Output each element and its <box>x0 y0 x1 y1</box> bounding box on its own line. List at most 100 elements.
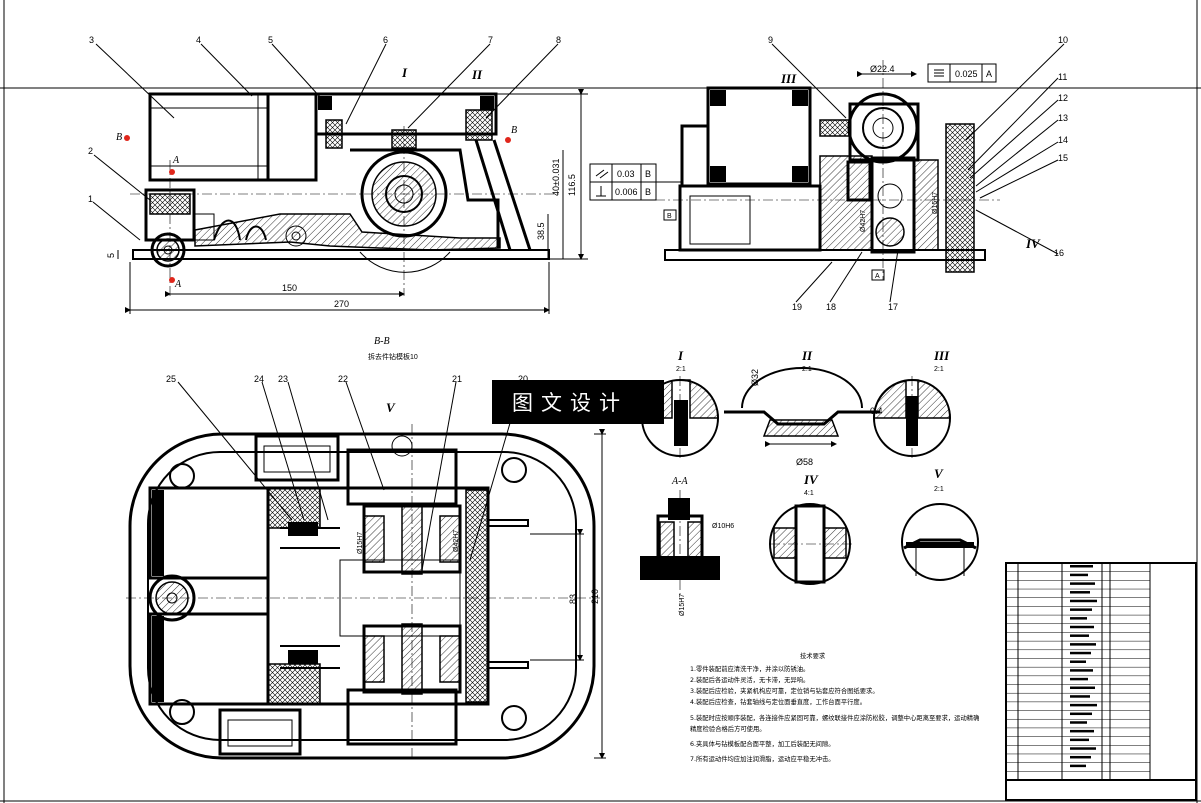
balloon-1: 1 <box>88 194 93 204</box>
table-cell-mark <box>1070 591 1090 594</box>
balloon-24: 24 <box>254 374 264 384</box>
watermark-text: 图文设计 <box>512 391 628 415</box>
section-bb-balloons: 25 24 23 22 21 20 <box>166 374 528 384</box>
marker-dot-top <box>169 169 175 175</box>
section-bb-view: B-B 拆去件钻模板10 <box>126 336 606 760</box>
notes-line-1: 1.零件装配前应清洗干净，并涂以防锈油。 <box>690 664 809 673</box>
fit-10h6: Ø10H6 <box>712 523 734 530</box>
table-cell-mark <box>1070 747 1096 750</box>
fit-42h7-side: Ø42H7 <box>860 210 867 232</box>
table-cell-mark <box>1070 582 1095 585</box>
detail-label-iii: III <box>780 71 797 86</box>
table-cell-mark <box>1070 738 1089 742</box>
balloon-10: 10 <box>1058 35 1068 45</box>
detail-label-v: V <box>386 400 396 415</box>
detail-i-title: I <box>677 348 684 363</box>
marker-dot-right <box>505 137 511 143</box>
section-marker-a-top: A <box>172 155 180 166</box>
table-cell-mark <box>1070 755 1091 759</box>
detail-iv-title: IV <box>803 472 819 487</box>
notes-line-5: 5.装配时应按顺序装配，各连接件应紧固可靠，螺纹联接件应涂防松胶，调整中心距离至… <box>690 713 979 722</box>
tol-parallel-datum: B <box>645 169 651 179</box>
fit-15h7-plan: Ø15H7 <box>357 532 364 554</box>
detail-iv-scale: 4:1 <box>804 490 814 497</box>
dim-5: 5 <box>106 253 116 258</box>
notes-line-6: 精度检验合格后方可使用。 <box>690 724 766 733</box>
tol-parallel-value: 0.03 <box>617 169 635 179</box>
technical-notes: 技术要求 1.零件装配前应清洗干净，并涂以防锈油。 2.装配后各运动件灵活，无卡… <box>690 651 979 763</box>
datum-a-box: A <box>875 273 880 280</box>
section-bb-note: 拆去件钻模板10 <box>368 352 418 361</box>
dim-210: 210 <box>590 589 600 604</box>
detail-label-i: I <box>401 65 408 80</box>
notes-line-8: 7.所有运动件均应加注润滑脂，运动应平稳无冲击。 <box>690 754 835 763</box>
section-marker-a-bottom: A <box>174 279 182 290</box>
tol-perp-value: 0.006 <box>615 187 638 197</box>
table-cell-mark <box>1070 721 1087 724</box>
balloon-17: 17 <box>888 302 898 312</box>
balloon-11: 11 <box>1058 72 1067 82</box>
balloon-8: 8 <box>556 35 561 45</box>
side-view: Ø22.4 0.025 A 0.03 B 0.006 B B A Ø42H7 Ø… <box>589 60 1041 281</box>
table-cell-mark <box>1070 703 1097 707</box>
detail-iii-scale: 2:1 <box>934 366 944 373</box>
table-cell-mark <box>1070 712 1092 716</box>
front-leaders <box>92 43 559 241</box>
detail-view-iii: III 2:1 <box>873 348 951 460</box>
balloon-13: 13 <box>1058 113 1068 123</box>
dim-22-4: Ø22.4 <box>870 64 895 74</box>
balloon-2: 2 <box>88 146 93 156</box>
dim-58: Ø58 <box>796 457 813 467</box>
marker-dot-bottom <box>169 277 175 283</box>
detail-ii-title: II <box>801 348 813 363</box>
front-balloons: 3 4 5 6 7 8 2 1 <box>88 35 561 204</box>
balloon-5: 5 <box>268 35 273 45</box>
notes-line-7: 6.夹具体与钻模板配合面平整，加工后装配无间隙。 <box>690 739 835 748</box>
table-cell-mark <box>1070 764 1086 768</box>
notes-line-2: 2.装配后各运动件灵活，无卡滞，无异响。 <box>690 675 809 684</box>
marker-dot-left <box>124 135 130 141</box>
section-aa-title: A-A <box>671 476 688 487</box>
tol-perp-datum: B <box>645 187 651 197</box>
detail-v-title: V <box>934 466 944 481</box>
table-cell-mark <box>1070 608 1092 611</box>
detail-ii-scale: 2:1 <box>802 366 812 373</box>
balloon-4: 4 <box>196 35 201 45</box>
balloon-6: 6 <box>383 35 388 45</box>
dim-116-5: 116.5 <box>567 174 577 196</box>
table-cell-mark <box>1070 617 1087 620</box>
detail-v-scale: 2:1 <box>934 486 944 493</box>
tol-flatness-value: 0.025 <box>955 69 978 79</box>
table-cell-mark <box>1070 643 1096 646</box>
balloon-3: 3 <box>89 35 94 45</box>
table-cell-mark <box>1070 677 1088 681</box>
detail-i-scale: 2:1 <box>676 366 686 373</box>
detail-view-ii: II 2:1 Ø58 Ø32 0.4 <box>724 348 883 467</box>
balloon-25: 25 <box>166 374 176 384</box>
balloon-14: 14 <box>1058 135 1068 145</box>
balloon-21: 21 <box>452 374 462 384</box>
balloon-23: 23 <box>278 374 288 384</box>
fit-15h7-aa: Ø15H7 <box>679 594 686 616</box>
table-cell-mark <box>1070 651 1091 655</box>
table-cell-mark <box>1070 695 1090 698</box>
balloon-9: 9 <box>768 35 773 45</box>
dim-32: Ø32 <box>750 369 760 386</box>
balloon-15: 15 <box>1058 153 1068 163</box>
table-cell-mark <box>1070 573 1088 577</box>
front-view: 270 150 116.5 40±0.031 38.5 5 B B A A I … <box>106 65 588 314</box>
table-cell-mark <box>1070 686 1095 690</box>
table-cell-mark <box>1070 660 1086 663</box>
dim-83: 83 <box>568 594 578 604</box>
notes-line-3: 3.装配后应检验，夹紧机构应可靠，定位销与钻套应符合图纸要求。 <box>690 686 879 695</box>
dim-150: 150 <box>282 283 297 293</box>
table-cell-mark <box>1070 729 1094 733</box>
fit-15h7-side: Ø15H7 <box>932 192 939 214</box>
detail-label-ii: II <box>471 67 483 82</box>
section-bb-title: B-B <box>374 336 390 347</box>
table-cell-mark <box>1070 634 1089 637</box>
dim-40-tol: 40±0.031 <box>551 159 561 196</box>
balloon-12: 12 <box>1058 93 1068 103</box>
detail-label-iv: IV <box>1025 236 1041 251</box>
